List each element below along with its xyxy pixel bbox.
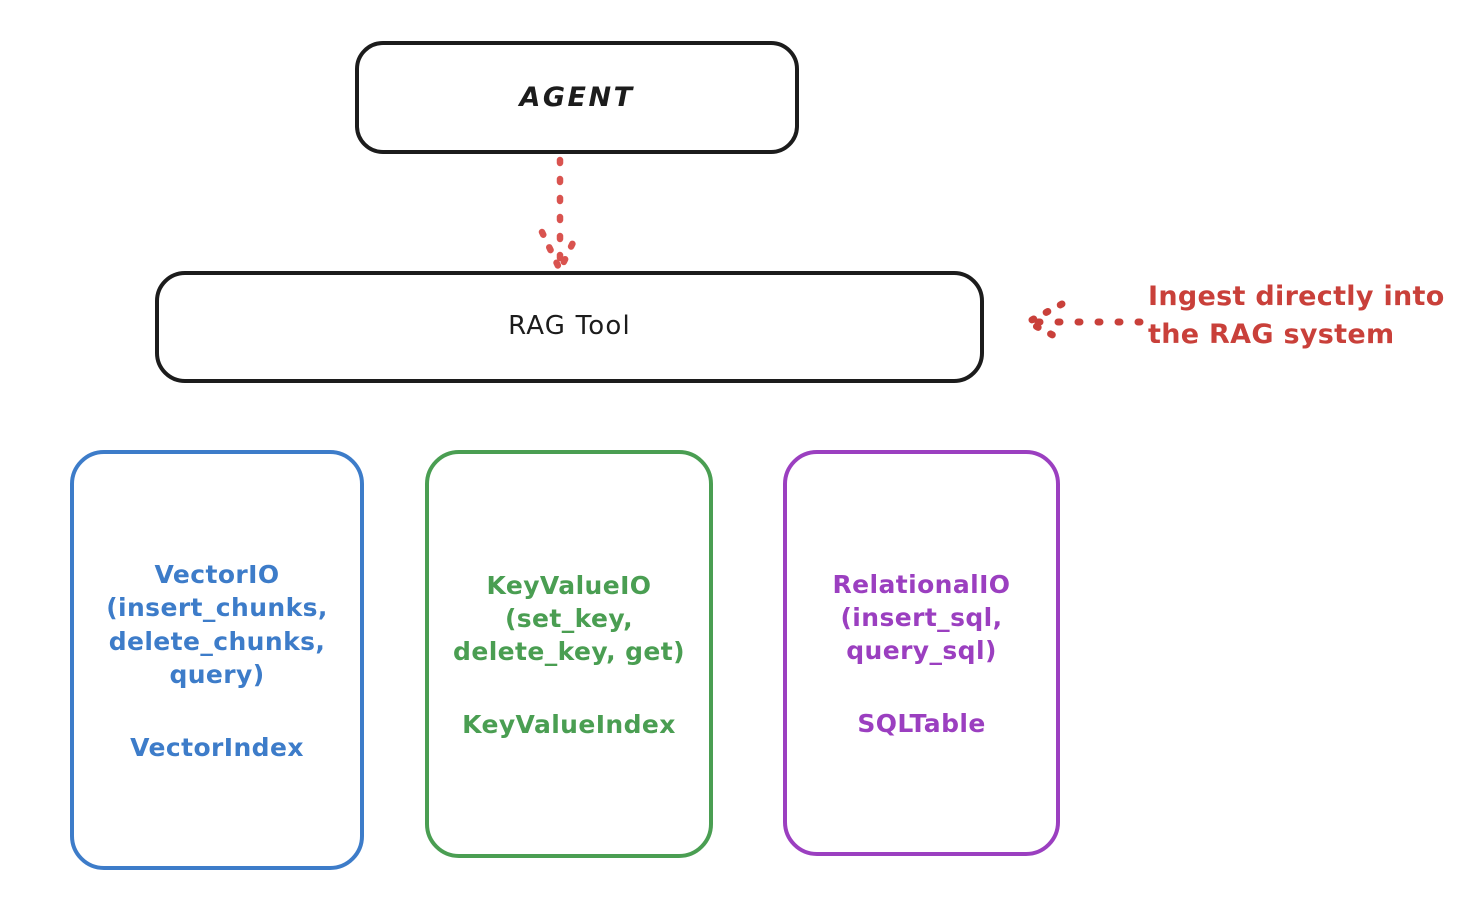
connector-ingest-to-rag-tool bbox=[1024, 300, 1144, 344]
card-vectorio[interactable]: VectorIO (insert_chunks, delete_chunks, … bbox=[70, 450, 364, 870]
connector-agent-to-rag-tool bbox=[538, 156, 582, 274]
card-relationalio[interactable]: RelationalIO (insert_sql, query_sql) SQL… bbox=[783, 450, 1060, 856]
node-rag-tool[interactable]: RAG Tool bbox=[155, 271, 984, 383]
card-relationalio-index-label: SQLTable bbox=[857, 709, 986, 739]
card-relationalio-api-label: RelationalIO (insert_sql, query_sql) bbox=[832, 569, 1011, 666]
node-rag-tool-label: RAG Tool bbox=[508, 311, 631, 342]
card-vectorio-api-label: VectorIO (insert_chunks, delete_chunks, … bbox=[106, 560, 328, 689]
annotation-ingest: Ingest directly into the RAG system bbox=[1148, 281, 1445, 351]
node-agent[interactable]: AGENT bbox=[355, 41, 799, 154]
card-keyvalueio-index-label: KeyValueIndex bbox=[462, 710, 676, 740]
arrowhead-left-icon bbox=[1024, 300, 1066, 344]
node-agent-label: AGENT bbox=[519, 81, 635, 113]
card-keyvalueio-api-label: KeyValueIO (set_key, delete_key, get) bbox=[453, 570, 685, 667]
card-keyvalueio[interactable]: KeyValueIO (set_key, delete_key, get) Ke… bbox=[425, 450, 713, 858]
arrowhead-down-icon bbox=[538, 228, 582, 274]
card-vectorio-index-label: VectorIndex bbox=[130, 733, 304, 762]
